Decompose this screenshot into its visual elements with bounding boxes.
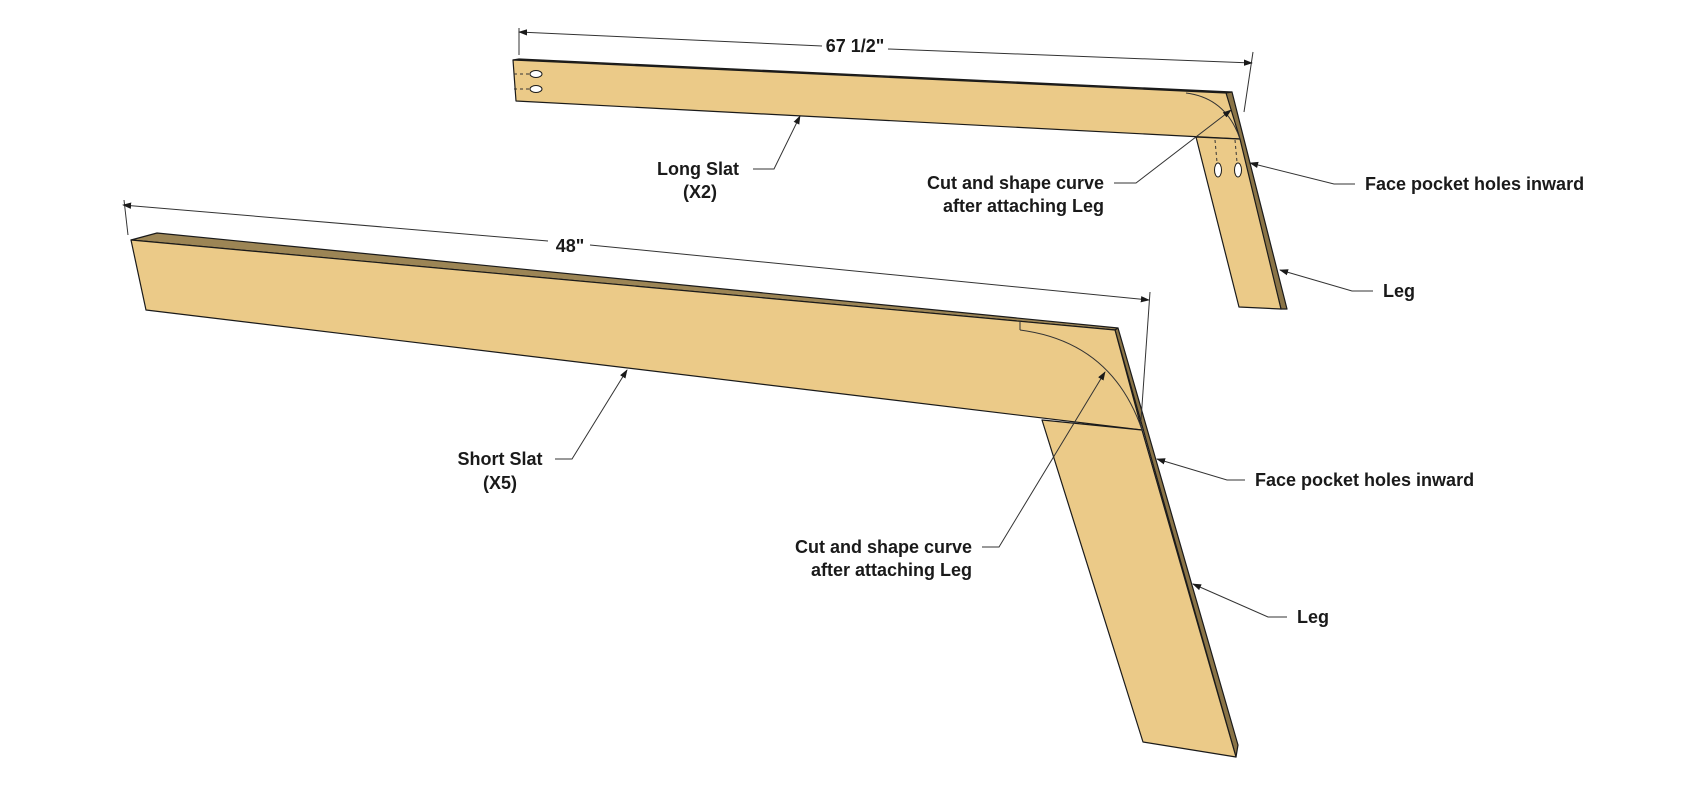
long-dim-line-left	[518, 29, 823, 47]
short-curve-leader	[982, 371, 1106, 548]
long-leg-face	[1195, 136, 1282, 310]
short-dim-extension-right	[1140, 291, 1151, 421]
long-leg-label: Leg	[1383, 281, 1415, 301]
long-slat-pocket-hole-1	[529, 70, 543, 78]
long-pocket-note: Face pocket holes inward	[1365, 174, 1584, 194]
long-slat-label: Long Slat	[657, 159, 739, 179]
short-pocket-note: Face pocket holes inward	[1255, 470, 1474, 490]
short-leg-leader	[1192, 583, 1287, 618]
long-leg-leader	[1279, 269, 1373, 292]
long-curve-leader	[1114, 109, 1232, 184]
long-curve-note-line1: Cut and shape curve	[927, 173, 1104, 193]
short-dim-label: 48"	[556, 236, 585, 256]
short-slat-face	[130, 239, 1143, 431]
long-slat-pocket-hole-2	[529, 85, 543, 93]
long-leg-pocket-dash-2	[1234, 139, 1238, 163]
long-slat-assembly: 67 1/2" Long Slat (X2) Cut and shape cur…	[512, 28, 1584, 310]
long-dim-line-right	[887, 48, 1253, 66]
long-slat-qty: (X2)	[683, 182, 717, 202]
long-leg-pocket-hole-1	[1214, 162, 1222, 178]
short-slat-leader	[555, 369, 628, 460]
long-curve-note-line2: after attaching Leg	[943, 196, 1104, 216]
short-pocket-leader	[1156, 458, 1245, 481]
long-dim-label: 67 1/2"	[826, 36, 885, 56]
long-leg-pocket-hole-2	[1234, 162, 1242, 178]
short-dim-line-right	[589, 244, 1150, 303]
short-curve-cut-line	[1019, 329, 1143, 431]
long-dim-extension-right	[1243, 51, 1254, 113]
long-slat-face	[512, 59, 1241, 140]
long-pocket-leader	[1249, 161, 1355, 185]
long-curve-cut-line	[1185, 92, 1241, 140]
short-curve-note-line2: after attaching Leg	[811, 560, 972, 580]
long-leg-pocket-dash-1	[1214, 139, 1218, 163]
short-leg-face	[1041, 419, 1237, 758]
long-slat-leader	[753, 115, 801, 170]
short-slat-assembly: 48" Short Slat (X5) Cut and shape curve …	[122, 199, 1474, 758]
short-slat-label: Short Slat	[457, 449, 542, 469]
short-slat-qty: (X5)	[483, 473, 517, 493]
short-leg-label: Leg	[1297, 607, 1329, 627]
short-dim-line-left	[122, 202, 549, 242]
short-curve-note-line1: Cut and shape curve	[795, 537, 972, 557]
